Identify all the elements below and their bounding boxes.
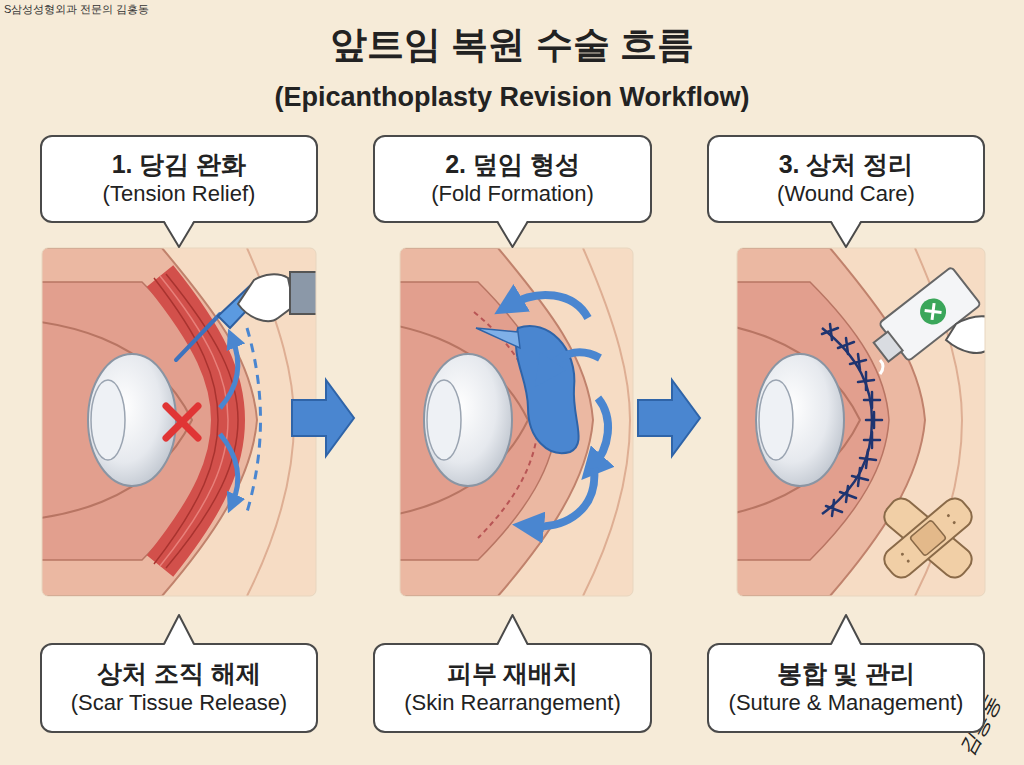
step-heading: 3. 상처 정리	[779, 149, 914, 180]
panel-illustration	[946, 316, 985, 353]
panel-illustration	[737, 248, 985, 596]
callout-pointer-outline	[831, 222, 861, 247]
panel-illustration	[166, 406, 198, 438]
callout-pointer	[164, 615, 194, 646]
panel-illustration	[925, 303, 942, 320]
bandage-icon	[946, 514, 950, 518]
panel-illustration	[160, 276, 228, 566]
panel-illustration	[516, 326, 579, 453]
panel-illustration	[42, 248, 316, 596]
bandage-icon	[879, 494, 976, 583]
bandage-icon	[910, 520, 947, 556]
panel-frame	[737, 248, 985, 596]
bandage-icon	[879, 494, 976, 583]
panel-illustration	[508, 295, 588, 318]
bandage-icon	[879, 494, 976, 583]
callout-pointer-outline	[498, 615, 528, 644]
callout-box: 2. 덮임 형성(Fold Formation)	[373, 135, 652, 223]
panel-illustration	[864, 392, 880, 408]
step-heading: 1. 당김 완화	[112, 149, 247, 180]
panel-illustration	[42, 248, 316, 596]
panel-illustration	[220, 434, 238, 504]
bandage-icon	[879, 494, 976, 583]
bandage-icon	[906, 559, 910, 563]
bandage-icon	[952, 520, 956, 524]
step-subtext: (Suture & Management)	[729, 689, 964, 718]
panel-illustration	[400, 248, 633, 596]
bandage-icon	[879, 494, 976, 583]
callout-pointer	[164, 220, 194, 247]
panel-illustration	[400, 248, 633, 596]
flow-arrow	[292, 380, 354, 456]
callout-pointer-outline	[164, 222, 194, 247]
panel-illustration	[822, 324, 882, 516]
callout-box: 3. 상처 정리(Wound Care)	[707, 135, 985, 223]
panel-illustration	[864, 432, 880, 448]
step-heading: 피부 재배치	[447, 658, 579, 689]
callout-pointer-outline	[498, 222, 528, 247]
panel-illustration	[866, 412, 882, 428]
panel-illustration	[822, 324, 838, 340]
bandage-icon	[900, 552, 904, 556]
panel-illustration	[42, 248, 316, 596]
watermark-text: S삼성성형외과 전문의 김홍동	[4, 2, 149, 17]
panel-illustration	[476, 328, 520, 348]
panel-illustration	[822, 328, 872, 514]
callout-pointer-outline	[164, 615, 194, 644]
panel-illustration	[544, 352, 600, 374]
panel-illustration	[400, 248, 633, 596]
panel-illustration	[850, 354, 866, 370]
callout-pointer	[831, 615, 861, 646]
panel-illustration	[154, 278, 218, 564]
panel-illustration	[880, 360, 883, 374]
callout-box: 봉합 및 관리(Suture & Management)	[707, 643, 985, 733]
step-heading: 상처 조직 해제	[97, 658, 261, 689]
panel-illustration	[826, 500, 842, 516]
callout-pointer	[498, 615, 528, 646]
callout-pointer-outline	[831, 615, 861, 644]
panel-illustration	[860, 450, 876, 468]
callout-box: 1. 당김 완화(Tension Relief)	[40, 135, 318, 223]
diagram-title: 앞트임 복원 수술 흐름	[0, 20, 1024, 70]
panel-illustration	[737, 248, 985, 596]
panel-illustration	[290, 272, 316, 314]
step-subtext: (Skin Rearrangement)	[404, 689, 620, 718]
panel-illustration	[592, 398, 608, 468]
panel-illustration	[220, 338, 238, 408]
flow-arrow	[638, 380, 700, 456]
panel-illustration	[528, 468, 594, 526]
panel-illustration	[858, 372, 874, 390]
panel-frame	[42, 248, 316, 596]
step-heading: 2. 덮임 형성	[445, 149, 580, 180]
callout-box: 피부 재배치(Skin Rearrangement)	[373, 643, 652, 733]
panel-illustration	[838, 338, 854, 354]
panel-illustration	[737, 248, 985, 596]
callout-pointer	[831, 220, 861, 247]
panel-illustration	[852, 468, 868, 486]
step-subtext: (Scar Tissue Release)	[71, 689, 287, 718]
panel-illustration	[176, 314, 220, 360]
step-subtext: (Fold Formation)	[431, 180, 594, 209]
panel-illustration	[874, 332, 903, 362]
callout-box: 상처 조직 해제(Scar Tissue Release)	[40, 643, 318, 733]
panel-illustration	[247, 328, 261, 512]
step-heading: 봉합 및 관리	[777, 658, 916, 689]
panel-frame	[400, 248, 633, 596]
step-subtext: (Tension Relief)	[103, 180, 256, 209]
panel-illustration	[866, 267, 981, 371]
subtitle-text: (Epicanthoplasty Revision Workflow)	[0, 82, 1024, 113]
panel-illustration	[840, 486, 856, 502]
callout-pointer	[498, 220, 528, 247]
panel-illustration	[915, 293, 951, 329]
step-subtext: (Wound Care)	[777, 180, 915, 209]
panel-illustration	[238, 274, 294, 321]
